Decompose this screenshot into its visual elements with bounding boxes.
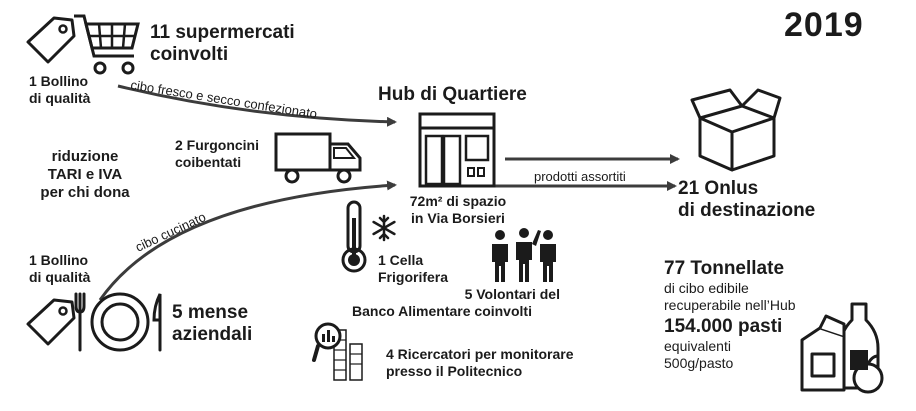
onlus-label-line1: 21 Onlus	[678, 178, 759, 199]
thermometer-icon	[341, 200, 367, 273]
flow-right-label: prodotti assortiti	[534, 169, 626, 184]
flow-top-label: cibo fresco e secco confezionato	[130, 77, 319, 121]
food-stats: 77 Tonnellate di cibo edibile recuperabi…	[664, 258, 796, 372]
shopping-cart-icon	[74, 14, 140, 75]
onlus-label-line2: di destinazione	[678, 200, 816, 221]
quality-badge-bottom-line2: di qualità	[29, 269, 91, 285]
flow-top-arrow	[117, 84, 397, 127]
quality-badge-bottom-line1: 1 Bollino	[29, 252, 89, 268]
quality-badge-bottom: 1 Bollino di qualità	[29, 252, 90, 286]
tax-reduction: riduzione TARI e IVA per chi dona	[25, 148, 145, 202]
volunteers-label-line1: 5 Volontari del	[464, 286, 560, 302]
researchers-label: 4 Ricercatori per monitorare presso il P…	[386, 346, 574, 380]
tonnes-line2: recuperabile nell’Hub	[664, 297, 796, 313]
vans-label: 2 Furgoncini coibentati	[175, 137, 259, 171]
research-magnifier-icon	[312, 322, 363, 381]
tax-reduction-line1: riduzione	[51, 148, 119, 165]
meals-line2: 500g/pasto	[664, 355, 734, 371]
snowflake-icon	[372, 214, 396, 242]
quality-badge-top-line2: di qualità	[29, 90, 91, 106]
supermarkets-title: 11 supermercati coinvolti	[150, 22, 295, 66]
canteens-label-line2: aziendali	[172, 324, 253, 345]
meals-line1: equivalenti	[664, 338, 731, 354]
cold-cell-label: 1 Cella Frigorifera	[378, 252, 448, 286]
flow-bottom-label: cibo cucinato	[133, 209, 208, 255]
vans-label-line1: 2 Furgoncini	[175, 137, 259, 153]
year-label: 2019	[784, 6, 864, 44]
price-tag-icon-bottom	[26, 298, 76, 346]
supermarkets-title-line2: coinvolti	[150, 44, 229, 65]
hub-space: 72m² di spazio in Via Borsieri	[398, 193, 518, 227]
price-tag-icon	[26, 16, 76, 64]
tonnes-title: 77 Tonnellate	[664, 258, 785, 279]
volunteers-label-line2: Banco Alimentare coinvolti	[352, 303, 532, 319]
volunteers-group-icon	[492, 228, 556, 282]
quality-badge-top-line1: 1 Bollino	[29, 73, 89, 89]
hub-title: Hub di Quartiere	[378, 84, 527, 105]
canteens-label: 5 mense aziendali	[172, 302, 252, 346]
tax-reduction-line2: TARI e IVA	[47, 166, 123, 183]
vans-label-line2: coibentati	[175, 154, 242, 170]
tonnes-line1: di cibo edibile	[664, 280, 749, 296]
plate-cutlery-icon	[74, 292, 162, 352]
onlus-label: 21 Onlus di destinazione	[678, 178, 815, 222]
meals-title: 154.000 pasti	[664, 316, 783, 337]
cold-cell-label-line1: 1 Cella	[378, 252, 424, 268]
delivery-van-icon	[274, 132, 362, 184]
flow-bottom-arrow	[98, 180, 397, 301]
quality-badge-top: 1 Bollino di qualità	[29, 73, 90, 107]
canteens-label-line1: 5 mense	[172, 302, 249, 323]
cardboard-box-icon	[690, 88, 782, 172]
cold-cell-label-line2: Frigorifera	[378, 269, 449, 285]
tax-reduction-line3: per chi dona	[40, 184, 130, 201]
hub-space-line2: in Via Borsieri	[411, 210, 505, 226]
supermarkets-title-line1: 11 supermercati	[150, 22, 295, 43]
researchers-label-line2: presso il Politecnico	[386, 363, 523, 379]
researchers-label-line1: 4 Ricercatori per monitorare	[386, 346, 574, 362]
hub-space-line1: 72m² di spazio	[409, 193, 507, 209]
shop-building-icon	[418, 112, 496, 188]
groceries-icon	[800, 302, 884, 394]
